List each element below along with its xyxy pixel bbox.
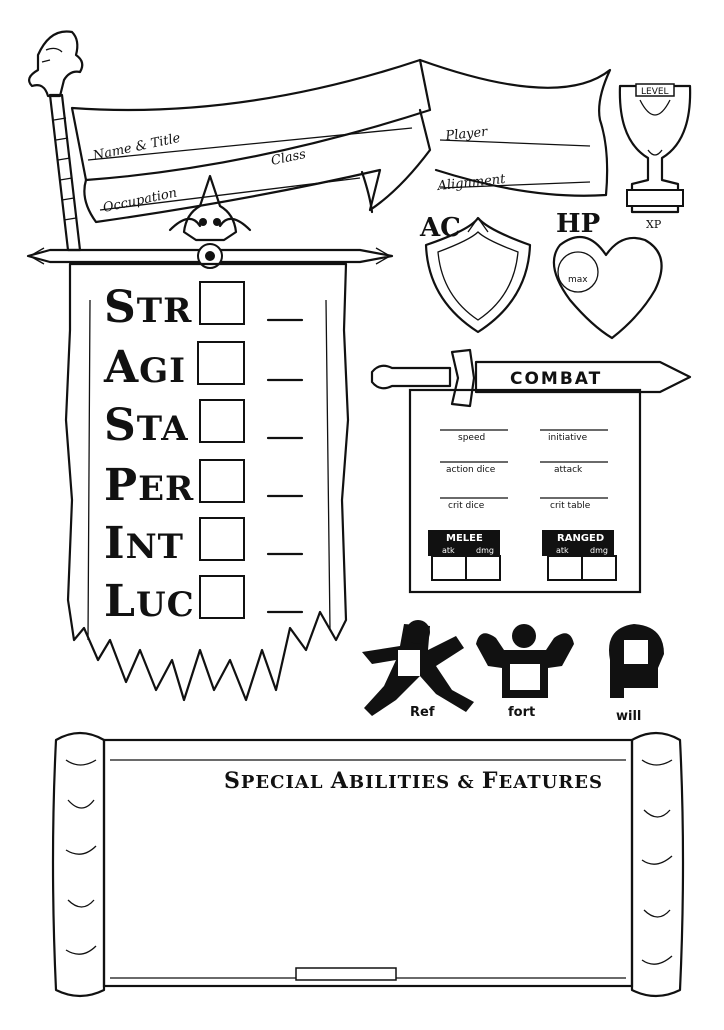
hp-heart: HP max (552, 209, 663, 340)
str-score-field[interactable] (199, 281, 245, 325)
fort-save: fort (476, 624, 574, 720)
special-abilities-title: SPECIAL ABILITIES & FEATURES (224, 768, 603, 794)
ac-shield: AC (419, 213, 532, 334)
svg-text:LUC: LUC (104, 576, 195, 627)
alignment-label: Alignment (436, 172, 507, 194)
ac-field[interactable] (424, 216, 532, 334)
action-dice-label: action dice (446, 465, 496, 475)
melee-dmg-field[interactable] (465, 555, 501, 581)
speed-label: speed (458, 433, 485, 443)
svg-text:INT: INT (104, 518, 184, 569)
hp-field[interactable] (552, 235, 663, 340)
crit-table-label: crit table (550, 501, 591, 511)
svg-text:STA: STA (104, 400, 189, 451)
combat-title: COMBAT (510, 369, 602, 389)
ranged-atk-label: atk (556, 546, 569, 555)
per-score-field[interactable] (199, 459, 245, 503)
level-chalice: LEVEL XP (618, 83, 692, 231)
attribute-rows: STR AGI STA PER INT LUC (103, 281, 304, 627)
ranged-label: RANGED (557, 533, 604, 544)
ranged-dmg-label: dmg (590, 546, 608, 555)
skull-icon (182, 174, 238, 242)
crit-dice-label: crit dice (448, 501, 485, 511)
fort-field[interactable] (510, 664, 540, 690)
xp-field[interactable] (626, 189, 684, 207)
svg-text:AGI: AGI (103, 342, 186, 393)
svg-text:STR: STR (104, 282, 192, 333)
ac-label: AC (419, 213, 461, 243)
xp-label: XP (646, 218, 662, 231)
level-label: LEVEL (641, 87, 669, 97)
ref-field[interactable] (398, 650, 420, 676)
hp-max-label: max (568, 275, 588, 285)
attack-label: attack (554, 465, 583, 475)
attribute-agi: AGI (103, 341, 304, 393)
will-field[interactable] (624, 640, 648, 664)
crossbar (26, 174, 394, 269)
special-abilities-scroll: SPECIAL ABILITIES & FEATURES (51, 731, 685, 998)
int-score-field[interactable] (199, 517, 245, 561)
hp-max-field[interactable] (557, 251, 599, 293)
attribute-per: PER (104, 459, 304, 511)
will-save: will (609, 624, 664, 724)
dragon-head-icon (28, 30, 84, 98)
top-banner: Name & Title Class Player Occupation Ali… (28, 30, 612, 252)
melee-atk-label: atk (442, 546, 455, 555)
attribute-int: INT (104, 517, 304, 569)
agi-score-field[interactable] (197, 341, 245, 385)
melee-atk-field[interactable] (431, 555, 467, 581)
svg-text:PER: PER (104, 460, 194, 511)
combat-panel: COMBAT speed initiative action dice atta… (370, 348, 692, 594)
luc-score-field[interactable] (199, 575, 245, 619)
attribute-str: STR (104, 281, 304, 333)
ranged-dmg-field[interactable] (581, 555, 617, 581)
ranged-atk-field[interactable] (547, 555, 583, 581)
sta-score-field[interactable] (199, 399, 245, 443)
attribute-sta: STA (104, 399, 304, 451)
name-title-label: Name & Title (91, 131, 182, 164)
attribute-luc: LUC (104, 575, 304, 627)
hp-label: HP (556, 209, 600, 239)
melee-label: MELEE (446, 533, 483, 544)
saving-throws: Ref fort will (362, 620, 664, 724)
ref-label: Ref (410, 705, 435, 720)
melee-dmg-label: dmg (476, 546, 494, 555)
player-label: Player (444, 125, 489, 144)
will-label: will (616, 709, 641, 724)
attribute-banner (64, 262, 350, 702)
initiative-label: initiative (548, 433, 588, 443)
fort-label: fort (508, 705, 535, 720)
ref-save: Ref (362, 620, 474, 720)
class-label: Class (270, 147, 308, 169)
